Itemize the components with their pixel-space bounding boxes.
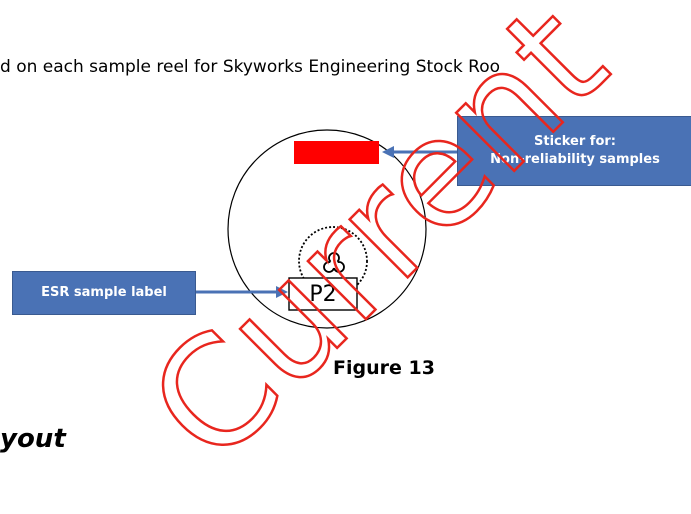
watermark-text: Current: [117, 0, 638, 495]
section-heading: yout: [0, 424, 66, 454]
p2-label: P2: [309, 281, 337, 307]
esr-callout-label: ESR sample label: [41, 285, 167, 301]
p2-label-box: [288, 277, 358, 311]
sticker-callout-line1: Sticker for:: [534, 134, 616, 150]
sticker-callout-line2: Non-reliability samples: [490, 152, 660, 167]
reel-outer-circle: [227, 129, 427, 329]
esr-callout: ESR sample label: [12, 271, 196, 315]
sticker-arrowhead: [382, 146, 394, 158]
esr-arrowhead: [276, 286, 288, 298]
body-text-line: d on each sample reel for Skyworks Engin…: [0, 57, 501, 77]
red-sticker: [294, 141, 379, 164]
reel-hub-icon: [323, 252, 345, 273]
figure-caption: Figure 13: [333, 357, 435, 379]
sticker-callout: Sticker for: Non-reliability samples: [457, 116, 691, 186]
